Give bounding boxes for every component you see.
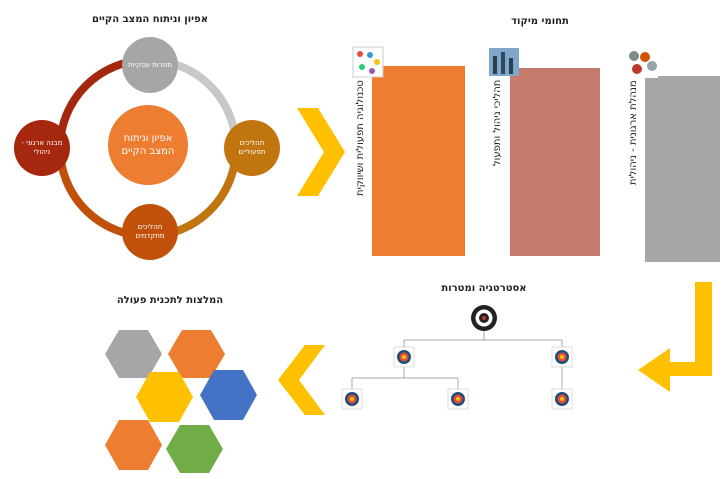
strategy-title: אסטרטגיה ומטרות (441, 283, 527, 294)
node-label-bottom: תהליכים מתקדמים (135, 223, 165, 240)
focus-bar-1-label: טכנולוגיה תפעולית ושיווקית (355, 80, 366, 196)
node-circle-bottom (122, 204, 178, 260)
target-icon (447, 388, 469, 410)
dartboard-icon (471, 305, 497, 331)
focus-bar-2 (510, 68, 600, 256)
focus-bar-1 (372, 66, 465, 256)
node-label-right: תהליכים תפעוליים (238, 139, 266, 156)
chevron-arrow-left (278, 345, 325, 415)
target-icon (551, 388, 573, 410)
center-circle (108, 105, 188, 185)
focus-title: תחומי מיקוד (511, 16, 569, 27)
focus-bar-2-label: תהליכי ניהול ותפעול (492, 80, 503, 167)
target-icon (551, 346, 573, 368)
node-label-left: מבנה ארגוני - ניהולי (21, 139, 63, 156)
hexagon-orange-bottom (105, 420, 162, 470)
target-icon (393, 346, 415, 368)
bent-arrow (638, 282, 712, 392)
hexagon-yellow (136, 372, 193, 422)
node-circle-top (122, 37, 178, 93)
focus-bar-3 (645, 76, 720, 262)
node-circle-left (14, 120, 70, 176)
target-icon (341, 388, 363, 410)
hexagon-gray (105, 330, 162, 378)
strategy-tree (351, 330, 563, 390)
bar-icon-2 (489, 48, 519, 76)
center-label: אפיון וניתוח המצב הקיים (121, 133, 175, 157)
chevron-arrow-right (297, 108, 345, 196)
focus-bar-3-label: מנהלת ארגונית - ניהולית (628, 80, 639, 185)
recommendations-title: המלצות לתכנית פעולה (116, 295, 224, 306)
hexagon-orange-top (168, 330, 225, 378)
bar-icon-1 (352, 46, 384, 78)
bar-icon-3 (626, 48, 658, 78)
node-label-top: מטרות עסקיות (128, 60, 172, 69)
analysis-title: אפיון וניתוח המצב הקיים (92, 14, 208, 25)
node-circle-right (224, 120, 280, 176)
hexagon-blue (200, 370, 257, 420)
hexagon-green (166, 425, 223, 473)
